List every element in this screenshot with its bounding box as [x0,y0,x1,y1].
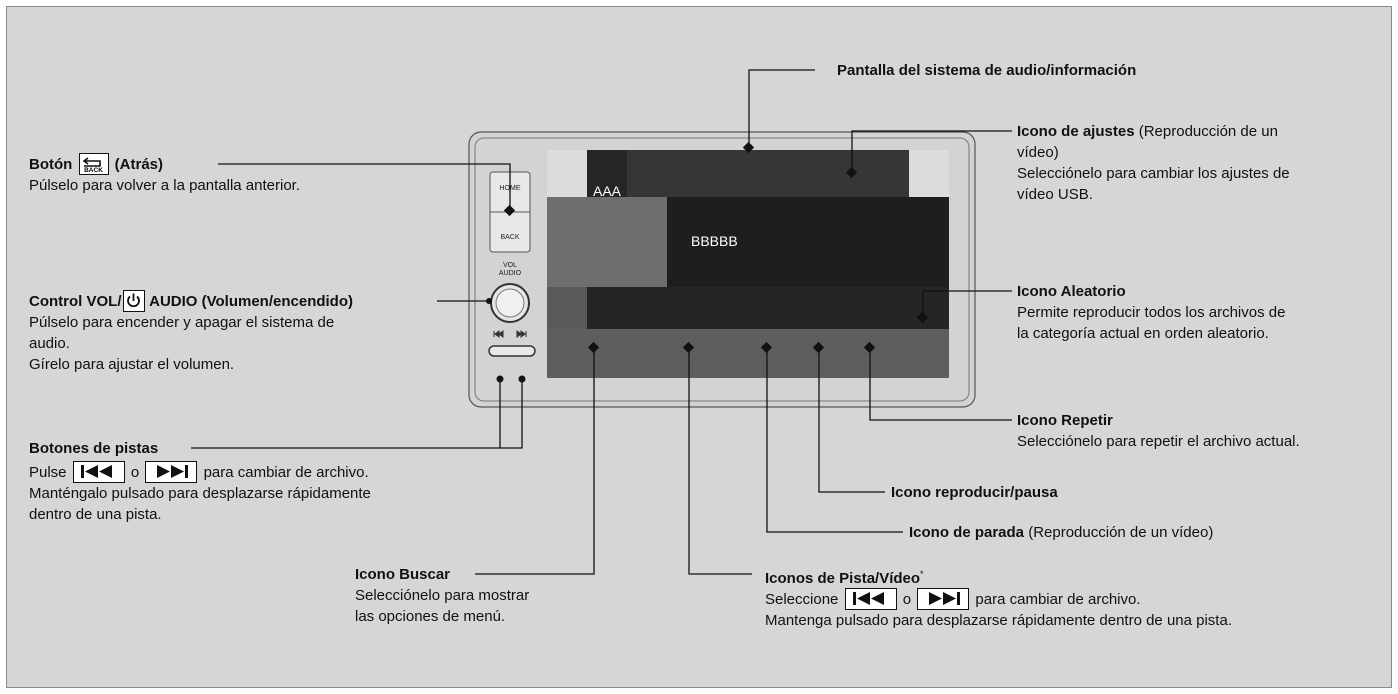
play-title: Icono reproducir/pausa [891,484,1058,501]
screen-top-left-block [587,150,627,197]
screen-thumbnail [547,197,667,287]
screen-bottom-bar [547,329,949,378]
skip-next-icon [145,460,198,483]
screen-label-title: Pantalla del sistema de audio/informació… [837,62,1137,79]
track-buttons-rocker [488,345,536,357]
vol-title-post: AUDIO (Volumen/encendido) [145,293,354,310]
vol-desc-1: Púlselo para encender y apagar el sistem… [29,314,335,331]
stop-callout: Icono de parada (Reproducción de un víde… [909,522,1213,543]
search-desc-1: Selecciónelo para mostrar [355,587,530,604]
stop-paren: (Reproducción de un vídeo) [1024,524,1214,541]
tracks-desc-3: dentro de una pista. [29,506,162,523]
trackvideo-asterisk: * [920,569,924,579]
back-button-label: BACK [500,234,520,241]
settings-callout: Icono de ajustes (Reproducción de un víd… [1017,121,1290,205]
stop-title: Icono de parada [909,524,1025,541]
settings-paren: (Reproducción de un [1134,123,1278,140]
video-next-icon [917,587,970,610]
repeat-desc: Selecciónelo para repetir el archivo act… [1017,433,1300,450]
tracks-post: para cambiar de archivo. [203,464,369,481]
skip-previous-icon [72,460,125,483]
vol-label: VOL [502,262,517,269]
trackvideo-title: Iconos de Pista/Vídeo [765,570,921,587]
trackvideo-desc-2: Mantenga pulsado para desplazarse rápida… [765,612,1232,629]
screen-main-area [667,197,949,287]
random-callout: Icono Aleatorio Permite reproducir todos… [1017,281,1285,344]
play-callout: Icono reproducir/pausa [891,482,1058,503]
screen-label: Pantalla del sistema de audio/informació… [837,60,1136,81]
diagram-panel: AAA BBBBB HOME BACK VOL AUDIO Pantalla d… [6,6,1392,688]
tracks-desc-2: Manténgalo pulsado para desplazarse rápi… [29,485,371,502]
device-bezel-inner [474,137,970,402]
settings-title: Icono de ajustes [1017,123,1135,140]
search-callout: Icono Buscar Selecciónelo para mostrar l… [355,564,529,627]
trackvideo-pre: Seleccione [765,591,839,608]
vol-desc-3: Gírelo para ajustar el volumen. [29,356,235,373]
power-icon [122,289,145,312]
vol-title-pre: Control VOL/ [29,293,122,310]
screen-text-top: AAA [593,183,622,199]
screen-text-main: BBBBB [691,233,738,249]
search-desc-2: las opciones de menú. [355,608,506,625]
repeat-callout: Icono Repetir Selecciónelo para repetir … [1017,410,1300,452]
back-callout: Botón BACK (Atrás) Púlselo para volver a… [29,152,300,196]
trackvideo-callout: Iconos de Pista/Vídeo* Seleccione o para… [765,564,1232,631]
settings-desc-2: vídeo USB. [1017,186,1093,203]
tracks-o: o [130,464,140,481]
tracks-pre: Pulse [29,464,67,481]
screen-top-bar [587,150,909,197]
back-arrow-icon: BACK [78,152,109,175]
vol-callout: Control VOL/ AUDIO (Volumen/encendido) P… [29,289,354,375]
trackvideo-o: o [902,591,912,608]
audio-label: AUDIO [498,270,522,277]
home-button-label: HOME [499,185,521,192]
settings-paren-2: vídeo) [1017,144,1059,161]
tracks-title: Botones de pistas [29,440,159,457]
repeat-title: Icono Repetir [1017,412,1113,429]
random-desc-1: Permite reproducir todos los archivos de [1017,304,1286,321]
trackvideo-post: para cambiar de archivo. [975,591,1141,608]
tracks-callout: Botones de pistas Pulse o para cambiar d… [29,438,371,525]
settings-desc-1: Selecciónelo para cambiar los ajustes de [1017,165,1290,182]
video-prev-icon [844,587,897,610]
back-key-label: BACK [84,167,103,173]
random-desc-2: la categoría actual en orden aleatorio. [1017,325,1269,342]
search-title: Icono Buscar [355,566,451,583]
back-title-post: (Atrás) [114,156,164,173]
screen-progress-area [587,287,949,329]
screen-corner-left [547,150,587,197]
device-illustration [191,69,1012,575]
vol-desc-2: audio. [29,335,70,352]
random-title: Icono Aleatorio [1017,283,1126,300]
back-title-pre: Botón [29,156,73,173]
back-desc: Púlselo para volver a la pantalla anteri… [29,177,300,194]
screen-corner-right [909,150,949,197]
